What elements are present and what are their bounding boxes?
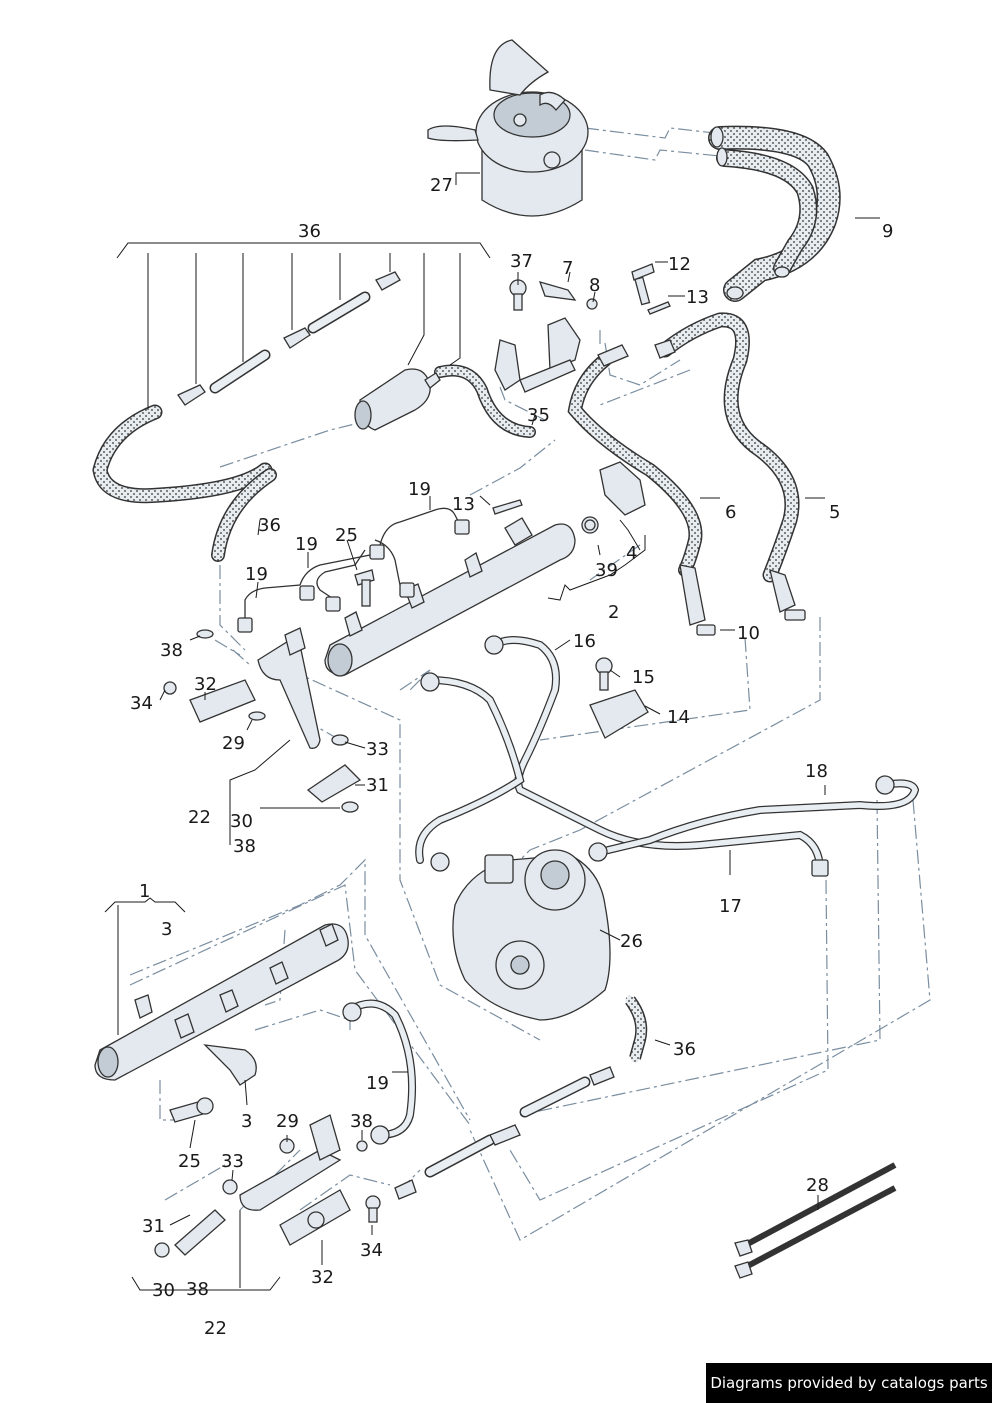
label-9: 9 — [882, 221, 893, 242]
label-5: 5 — [829, 502, 840, 523]
footer-credit: Diagrams provided by catalogs parts — [706, 1363, 992, 1403]
fuel-rail-upper — [237, 461, 646, 677]
label-33: 33 — [221, 1151, 244, 1172]
label-34: 34 — [360, 1240, 383, 1261]
label-35: 35 — [527, 405, 550, 426]
label-29: 29 — [276, 1111, 299, 1132]
label-18: 18 — [805, 761, 828, 782]
label-25: 25 — [335, 525, 358, 546]
label-6: 6 — [725, 502, 736, 523]
label-37: 37 — [510, 251, 533, 272]
fuel-filter — [427, 39, 589, 217]
label-39: 39 — [595, 560, 618, 581]
label-36: 36 — [673, 1039, 696, 1060]
label-19: 19 — [295, 534, 318, 555]
pipes-16-17-18 — [415, 635, 920, 877]
label-2: 2 — [608, 602, 619, 623]
label-38: 38 — [160, 640, 183, 661]
label-15: 15 — [632, 667, 655, 688]
label-34: 34 — [130, 693, 153, 714]
label-32: 32 — [311, 1267, 334, 1288]
label-38: 38 — [233, 836, 256, 857]
label-17: 17 — [719, 896, 742, 917]
label-27: 27 — [430, 175, 453, 196]
fuel-rail-lower — [94, 923, 417, 1145]
label-13: 13 — [686, 287, 709, 308]
hoses-5-6 — [567, 312, 806, 636]
label-25: 25 — [178, 1151, 201, 1172]
label-14: 14 — [667, 707, 690, 728]
label-38: 38 — [186, 1279, 209, 1300]
label-26: 26 — [620, 931, 643, 952]
label-32: 32 — [194, 674, 217, 695]
label-4: 4 — [626, 543, 637, 564]
label-31: 31 — [366, 775, 389, 796]
label-8: 8 — [589, 275, 600, 296]
label-31: 31 — [142, 1216, 165, 1237]
label-38: 38 — [350, 1111, 373, 1132]
leader-lines — [104, 172, 880, 1291]
label-19: 19 — [245, 564, 268, 585]
label-19: 19 — [408, 479, 431, 500]
label-30: 30 — [230, 811, 253, 832]
label-3: 3 — [241, 1111, 252, 1132]
label-13: 13 — [452, 494, 475, 515]
label-22: 22 — [188, 807, 211, 828]
fuel-hose-9 — [708, 125, 841, 302]
small-parts-upper — [494, 263, 671, 393]
label-7: 7 — [562, 258, 573, 279]
label-29: 29 — [222, 733, 245, 754]
label-1: 1 — [139, 881, 150, 902]
label-10: 10 — [737, 623, 760, 644]
label-16: 16 — [573, 631, 596, 652]
label-30: 30 — [152, 1280, 175, 1301]
label-19: 19 — [366, 1073, 389, 1094]
label-12: 12 — [668, 254, 691, 275]
label-3: 3 — [161, 919, 172, 940]
injector-upper — [163, 627, 362, 813]
label-33: 33 — [366, 739, 389, 760]
lower-parts — [154, 1066, 897, 1279]
high-pressure-pump — [452, 849, 648, 1063]
label-36: 36 — [258, 515, 281, 536]
label-28: 28 — [806, 1175, 829, 1196]
label-36: 36 — [298, 221, 321, 242]
callout-labels: 36 27 9 37 7 8 12 13 35 19 13 6 5 36 25 … — [130, 175, 893, 1339]
line-set-36 — [92, 271, 536, 562]
label-22: 22 — [204, 1318, 227, 1339]
